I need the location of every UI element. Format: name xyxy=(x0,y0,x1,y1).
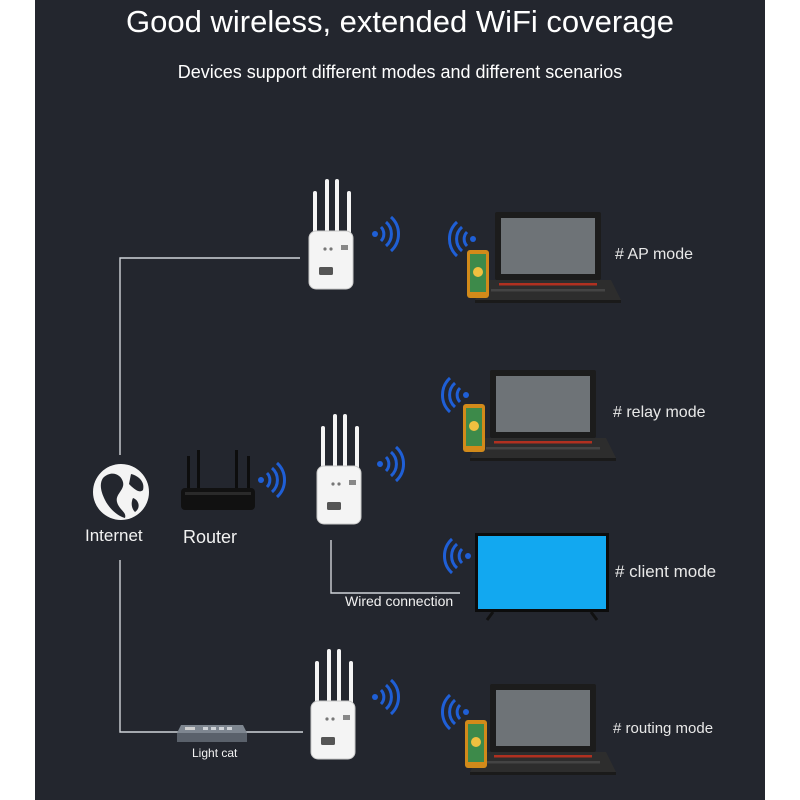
wifi-signal-icon xyxy=(370,678,401,716)
router-icon xyxy=(181,450,255,510)
wifi-extender-icon xyxy=(310,648,356,760)
light-cat-label: Light cat xyxy=(192,746,238,760)
internet-label: Internet xyxy=(85,526,143,545)
laptop-icon xyxy=(475,212,621,303)
smartphone-icon xyxy=(463,404,485,452)
wired-connection-label: Wired connection xyxy=(345,593,454,609)
router-wifi-signal-icon xyxy=(256,461,287,499)
wifi-signal-icon xyxy=(442,537,473,575)
page-subtitle: Devices support different modes and diff… xyxy=(177,62,623,82)
diagram-canvas: Good wireless, extended WiFi coverage De… xyxy=(35,0,765,800)
router-label: Router xyxy=(183,527,238,547)
relay-mode-label: # relay mode xyxy=(613,404,706,421)
laptop-icon xyxy=(470,684,616,775)
client-mode-label: # client mode xyxy=(615,562,717,581)
tv-icon xyxy=(475,533,609,621)
smartphone-icon xyxy=(467,250,489,298)
wifi-signal-icon xyxy=(375,445,406,483)
connector-lines xyxy=(119,257,460,733)
wifi-extender-icon xyxy=(308,178,354,290)
network-diagram xyxy=(93,178,621,775)
routing-mode-label: # routing mode xyxy=(613,720,714,737)
globe-icon xyxy=(93,464,149,520)
light-cat-modem-icon xyxy=(177,725,247,742)
wifi-extender-icon xyxy=(316,413,362,525)
wifi-signal-icon xyxy=(370,215,401,253)
page-title: Good wireless, extended WiFi coverage xyxy=(126,4,674,39)
ap-mode-label: # AP mode xyxy=(615,246,693,263)
smartphone-icon xyxy=(465,720,487,768)
laptop-icon xyxy=(470,370,616,461)
